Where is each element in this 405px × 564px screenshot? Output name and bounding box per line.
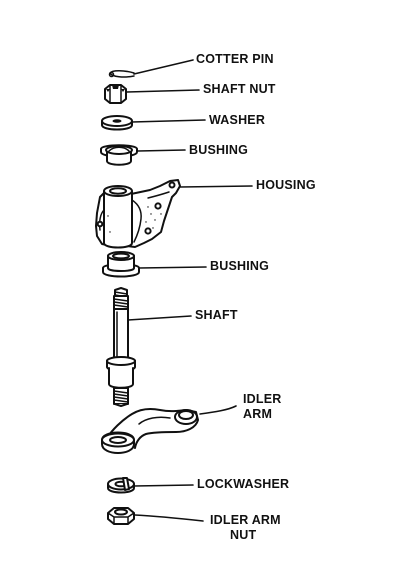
leader-lockwasher: [133, 484, 194, 487]
leader-idler-arm-nut: [134, 514, 204, 522]
leader-housing: [179, 185, 253, 188]
label-washer: WASHER: [209, 113, 265, 127]
leader-bushing-lower: [138, 266, 207, 269]
leader-bushing-upper: [137, 149, 186, 152]
label-housing: HOUSING: [256, 178, 316, 192]
label-lockwasher: LOCKWASHER: [197, 477, 289, 491]
label-idler-arm-nut-line1: IDLER ARM: [210, 513, 281, 527]
label-idler-arm-line2: ARM: [243, 407, 272, 421]
label-cotter-pin: COTTER PIN: [196, 52, 274, 66]
leader-shaft-nut: [126, 89, 200, 93]
leader-washer: [131, 119, 206, 123]
split-lockwasher-icon: [107, 477, 135, 494]
leader-cotter-pin: [133, 59, 194, 75]
label-shaft: SHAFT: [195, 308, 238, 322]
flat-washer-icon: [101, 115, 133, 131]
label-bushing-upper: BUSHING: [189, 143, 248, 157]
threaded-shaft-icon: [106, 287, 136, 407]
hex-nut-icon: [107, 507, 135, 525]
idler-arm-icon: [101, 408, 199, 454]
castle-nut-icon: [104, 84, 127, 104]
cotter-pin-icon: [108, 70, 135, 78]
flanged-bushing-icon: [102, 251, 140, 278]
bracket-housing-icon: [95, 179, 181, 249]
label-idler-arm-line1: IDLER: [243, 392, 282, 406]
leader-shaft: [127, 315, 192, 321]
label-bushing-lower: BUSHING: [210, 259, 269, 273]
leader-idler-arm: [199, 405, 237, 415]
flanged-bushing-icon: [100, 144, 138, 166]
label-shaft-nut: SHAFT NUT: [203, 82, 276, 96]
label-idler-arm-nut-line2: NUT: [230, 528, 256, 542]
